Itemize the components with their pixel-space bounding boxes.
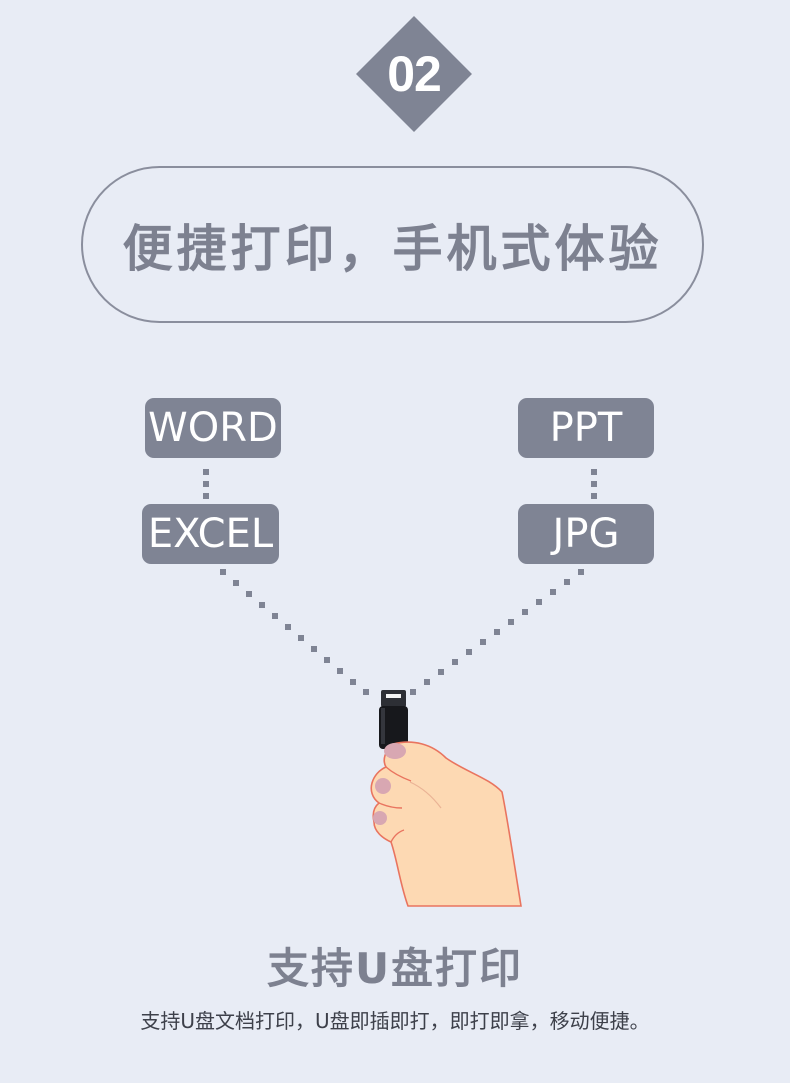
headline-pill: 便捷打印，手机式体验 [81, 166, 704, 323]
feature-title: 支持U盘打印 [266, 944, 524, 993]
headline-text: 便捷打印，手机式体验 [122, 219, 663, 278]
hand-icon [370, 741, 522, 907]
format-tag-jpg: JPG [518, 504, 654, 564]
format-tag-ppt: PPT [518, 398, 654, 458]
format-tag-word: WORD [145, 398, 281, 458]
step-badge: 02 [356, 16, 472, 132]
feature-description: 支持U盘文档打印，U盘即插即打，即打即拿，移动便捷。 [140, 1009, 650, 1033]
format-tag-excel: EXCEL [142, 504, 279, 564]
step-number: 02 [387, 46, 442, 102]
usb-drive-icon [379, 690, 408, 749]
